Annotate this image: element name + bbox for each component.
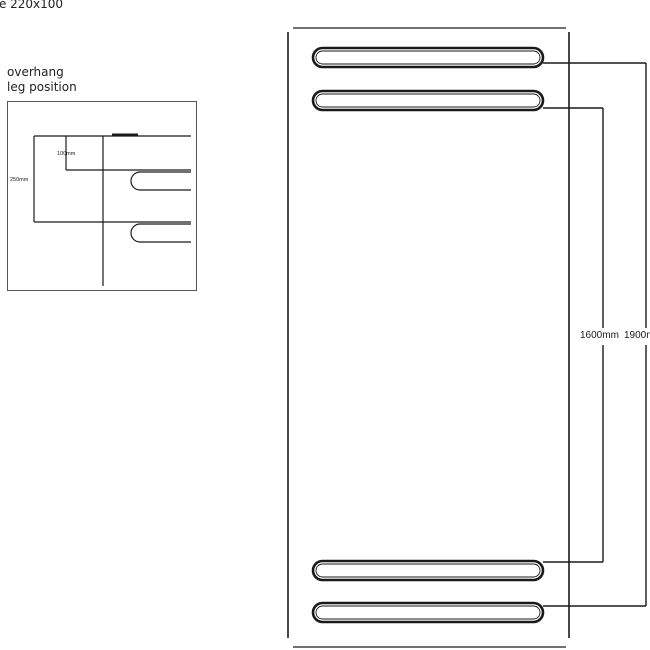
inset-detail [33,133,191,286]
inset-dim-100-label: 100mm [57,151,76,157]
leg-slot-4 [311,601,545,624]
inset-leg-slot-1 [130,171,191,191]
overhang-label: overhang [7,65,64,79]
table-plan [287,27,570,648]
dim-1900-label: 1900mm [624,330,650,341]
leg-position-label: leg position [7,80,77,94]
drawing-title: ble 220x100 [0,0,64,11]
leg-slot-1 [311,46,545,69]
leg-slots [311,46,545,624]
inset-dim-250-label: 250mm [10,177,29,183]
dimension-lines [543,62,647,607]
inset-leg-slot-2 [130,223,191,243]
leg-slot-3 [311,559,545,582]
dim-1600-label: 1600mm [580,330,619,341]
inset-detail-frame [7,101,197,291]
leg-slot-2 [311,89,545,112]
